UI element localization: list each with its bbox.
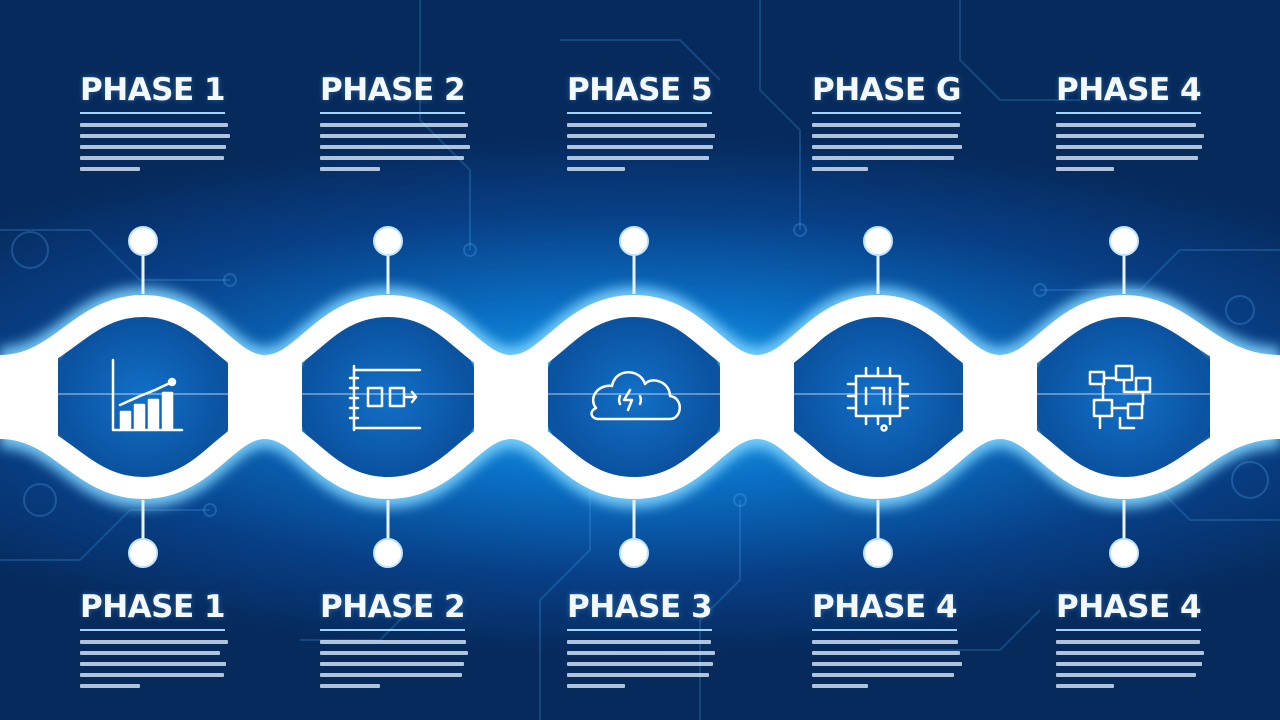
phase-card-top-2: PHASE 2 [320,72,520,178]
pin-top-3 [619,226,649,256]
pin-top-1 [128,226,158,256]
pin-top-5 [1109,226,1139,256]
network-nodes-icon [1088,364,1152,430]
phase-card-top-1: PHASE 1 [80,72,280,178]
wave-ribbon [0,294,1280,500]
phase-placeholder-text [567,640,767,688]
phase-title: PHASE G [812,72,961,114]
phase-title: PHASE 4 [1056,589,1202,631]
phase-title: PHASE 1 [80,72,226,114]
pin-top-2 [373,226,403,256]
phase-placeholder-text [567,123,767,171]
pin-bottom-1 [128,538,158,568]
phase-placeholder-text [80,123,280,171]
phase-card-top-3: PHASE 5 [567,72,767,178]
circuit-chip-icon [846,366,910,432]
pin-top-4 [863,226,893,256]
phase-card-bottom-3: PHASE 3 [567,589,767,695]
phase-card-bottom-4: PHASE 4 [812,589,1012,695]
phase-placeholder-text [812,640,1012,688]
phase-title: PHASE 4 [1056,72,1202,114]
phase-card-top-4: PHASE G [812,72,1012,178]
phase-placeholder-text [812,123,1012,171]
phase-card-top-5: PHASE 4 [1056,72,1256,178]
pin-bottom-5 [1109,538,1139,568]
pin-bottom-3 [619,538,649,568]
phase-placeholder-text [1056,640,1256,688]
phase-title: PHASE 5 [567,72,713,114]
phase-title: PHASE 2 [320,589,466,631]
phase-title: PHASE 2 [320,72,466,114]
pin-bottom-4 [863,538,893,568]
phase-title: PHASE 1 [80,589,226,631]
phase-card-bottom-2: PHASE 2 [320,589,520,695]
phase-title: PHASE 3 [567,589,713,631]
bar-chart-icon [111,358,184,432]
phase-card-bottom-1: PHASE 1 [80,589,280,695]
phase-card-bottom-5: PHASE 4 [1056,589,1256,695]
phase-placeholder-text [320,640,520,688]
phase-placeholder-text [1056,123,1256,171]
phase-title: PHASE 4 [812,589,958,631]
process-flow-icon [348,364,422,432]
cloud-icon [590,371,681,421]
phase-placeholder-text [320,123,520,171]
phase-placeholder-text [80,640,280,688]
pin-bottom-2 [373,538,403,568]
